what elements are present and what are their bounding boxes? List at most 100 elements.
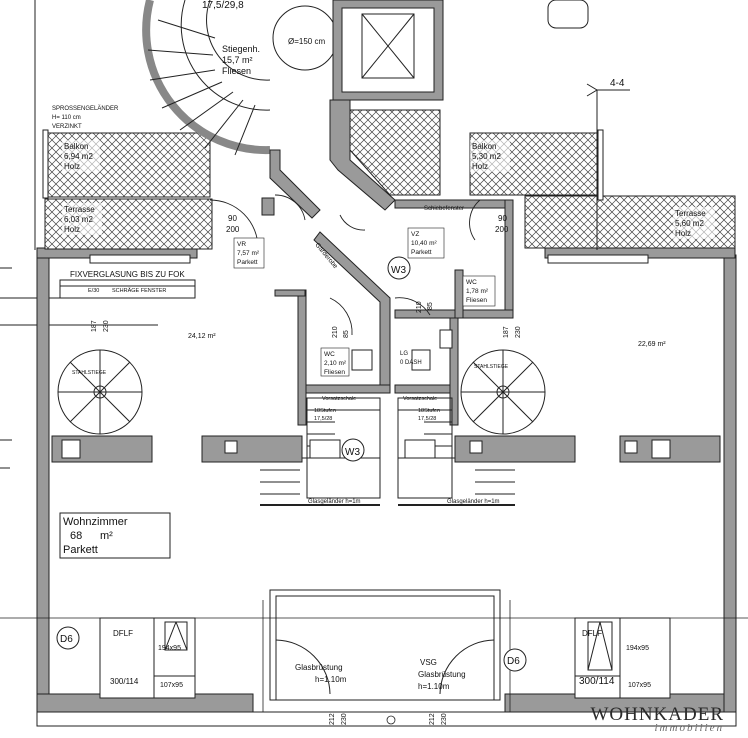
dim-210-a: 210 — [416, 301, 423, 313]
stahl-right: STAHLSTIEGE — [474, 364, 509, 370]
dim-210-b: 210 — [332, 326, 339, 338]
corridor-walls — [261, 99, 514, 426]
dim-85-a: 85 — [427, 302, 434, 310]
bottom-dim-212-left: 212 — [329, 713, 336, 725]
vr-area: 7,57 m² — [237, 250, 260, 257]
bottom-dim-212-right: 212 — [429, 713, 436, 725]
stufen-right: 18Stufen — [418, 408, 440, 414]
size-194-right: 194x95 — [626, 645, 649, 652]
dim-230-left: 230 — [103, 320, 110, 332]
vr-name: VR — [237, 241, 246, 248]
vz-area: 10,40 m² — [411, 240, 437, 247]
schraege-label: SCHRÄGE FENSTER — [112, 287, 166, 294]
dim-85-b: 85 — [343, 330, 350, 338]
balkon-l-area: 6,94 m2 — [64, 152, 93, 161]
dflf-right: DFLF — [582, 629, 602, 638]
logo-main: WOHNKADER — [590, 704, 724, 725]
doors — [209, 194, 481, 336]
stufen-left: 18Stufen — [314, 408, 336, 414]
top-windows — [89, 0, 649, 264]
balkon-right-label: Balkon 5,30 m2 Holz — [470, 140, 510, 172]
dflf-left: DFLF — [113, 629, 133, 638]
balkon-r-name: Balkon — [472, 142, 496, 151]
stair-room-name: Stiegenh. — [222, 44, 260, 54]
wc-fixtures — [351, 329, 453, 371]
wc-left-label: WC 2,10 m² Fliesen — [320, 347, 350, 377]
section-marker — [586, 83, 630, 250]
vorsatz-right: Vorsatzschale — [403, 396, 437, 402]
marker-circles — [56, 256, 527, 672]
balkon-l-name: Balkon — [64, 142, 88, 151]
lg-label: LG — [400, 351, 408, 357]
terr-l-floor: Holz — [64, 225, 80, 234]
steel-spiral-stairs — [57, 349, 546, 435]
size-300-right: 300/114 — [579, 676, 615, 687]
internal-stairs — [260, 397, 515, 506]
area-right: 22,69 m² — [638, 341, 666, 348]
lg-label-2: 0 DASH — [400, 360, 422, 366]
top-spiral-stair — [142, 0, 271, 156]
top-number: 17,5/29,8 — [202, 0, 244, 11]
dim-187-left: 187 — [91, 320, 98, 332]
glasbrustung-right-2: h=1.10m — [418, 682, 450, 691]
glasbrustung-left-2: h=1.10m — [315, 675, 347, 684]
vz-label: VZ 10,40 m² Parkett — [407, 227, 445, 259]
fix-glazing — [59, 279, 196, 299]
door-200-left: 200 — [226, 225, 240, 234]
glas-right: Glasgeländer h=1m — [447, 499, 500, 505]
dimension-lines — [0, 600, 748, 725]
stahl-left: STAHLSTIEGE — [72, 370, 107, 376]
wohnzimmer-label-box — [59, 512, 171, 559]
stufen-right-2: 17,5/28 — [418, 416, 436, 422]
wohnzimmer-floor: Parkett — [63, 544, 98, 556]
vsg-label: VSG — [420, 658, 437, 667]
logo-sub: immobilien — [654, 722, 724, 734]
gallery-ledges — [51, 435, 721, 463]
bottom-openings — [99, 589, 671, 701]
wc-r-area: 1,78 m² — [466, 288, 489, 295]
stair-room-area: 15,7 m² — [222, 55, 253, 65]
bottom-dim-230-left: 230 — [341, 713, 348, 725]
railing-label-1: SPROSSENGELÄNDER — [52, 105, 119, 112]
terr-r-name: Terrasse — [675, 209, 706, 218]
wohnkader-logo: WOHNKADER immobilien — [590, 704, 724, 734]
wc-r-name: WC — [466, 279, 477, 286]
wohnzimmer-unit: m² — [100, 530, 113, 542]
d6-right: D6 — [507, 656, 520, 667]
terr-r-area: 5,60 m2 — [675, 219, 704, 228]
wohnzimmer-name: Wohnzimmer — [63, 516, 128, 528]
terr-l-name: Terrasse — [64, 205, 95, 214]
wc-right-label: WC 1,78 m² Fliesen — [462, 275, 496, 307]
railing-label-2: H= 110 cm — [52, 115, 81, 121]
balkon-r-area: 5,30 m2 — [472, 152, 501, 161]
wc-l-name: WC — [324, 351, 335, 358]
exterior-walls — [36, 247, 737, 727]
terr-right-label: Terrasse 5,60 m2 Holz — [673, 207, 715, 239]
stair-room-floor: Fliesen — [222, 66, 251, 76]
terr-r-floor: Holz — [675, 229, 691, 238]
glasbrustung-left-1: Glasbrüstung — [295, 663, 343, 672]
balkon-r-floor: Holz — [472, 162, 488, 171]
fix-glazing-label: FIXVERGLASUNG BIS ZU FOK — [70, 270, 185, 279]
glas-left: Glasgeländer h=1m — [308, 499, 361, 505]
vr-floor: Parkett — [237, 259, 258, 266]
circle-diameter: Ø=150 cm — [288, 37, 325, 46]
section-label: 4-4 — [610, 78, 625, 89]
balkon-left-label: Balkon 6,94 m2 Holz — [62, 140, 100, 172]
w3-marker-a: W3 — [391, 265, 406, 276]
terr-left-label: Terrasse 6,03 m2 Holz — [62, 203, 102, 235]
wohnzimmer-area: 68 — [70, 530, 82, 542]
door-90-right: 90 — [498, 214, 507, 223]
w3-marker-b: W3 — [345, 447, 360, 458]
size-107-right: 107x95 — [628, 682, 651, 689]
schiebefenster-label: Schiebefenster — [424, 206, 464, 212]
glasbrustung-right-1: Glasbrüstung — [418, 670, 466, 679]
dim-230-right: 230 — [515, 326, 522, 338]
e30-label: E/30 — [88, 288, 99, 294]
vr-label: VR 7,57 m² Parkett — [233, 237, 265, 269]
vz-floor: Parkett — [411, 249, 432, 256]
vorsatz-left: Vorsatzschale — [322, 396, 356, 402]
size-194-left: 194x95 — [158, 645, 181, 652]
elevator-shaft — [332, 0, 444, 101]
